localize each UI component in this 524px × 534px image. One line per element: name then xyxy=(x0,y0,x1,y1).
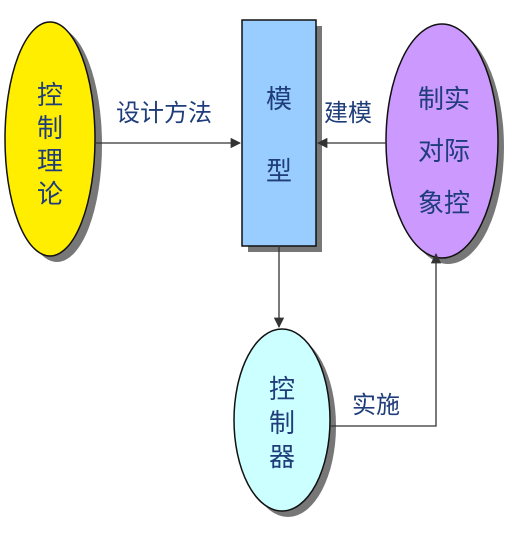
implementation-label: 实施 xyxy=(352,391,400,419)
controlled-object-label: 制实 对际 象控 xyxy=(418,85,470,219)
control-theory-label: 控 制 理 论 xyxy=(37,81,63,210)
control-theory-label-line: 论 xyxy=(37,180,63,210)
controlled-object-label-line: 制实 xyxy=(418,85,470,115)
controlled-object-label-line: 对际 xyxy=(418,137,470,167)
model-label-line: 型 xyxy=(266,157,292,187)
controller-ellipse xyxy=(233,328,331,512)
design-method-label: 设计方法 xyxy=(116,99,212,127)
controller-label: 控 制 器 xyxy=(269,375,295,473)
control-theory-label-line: 理 xyxy=(37,147,63,177)
controller-label-line: 制 xyxy=(269,409,295,439)
model-box xyxy=(241,19,317,247)
controlled-object-label-line: 象控 xyxy=(418,189,470,219)
controller-label-line: 器 xyxy=(269,443,295,473)
control-theory-label-line: 控 xyxy=(37,81,63,111)
implementation-arrow xyxy=(330,252,442,427)
controlled-object-ellipse xyxy=(385,23,499,259)
control-theory-label-line: 制 xyxy=(37,114,63,144)
model-label-line: 模 xyxy=(266,85,292,115)
controller-label-line: 控 xyxy=(269,375,295,405)
modeling-label: 建模 xyxy=(324,99,372,127)
control-theory-ellipse xyxy=(4,21,96,257)
model-label: 模 型 xyxy=(266,85,292,187)
